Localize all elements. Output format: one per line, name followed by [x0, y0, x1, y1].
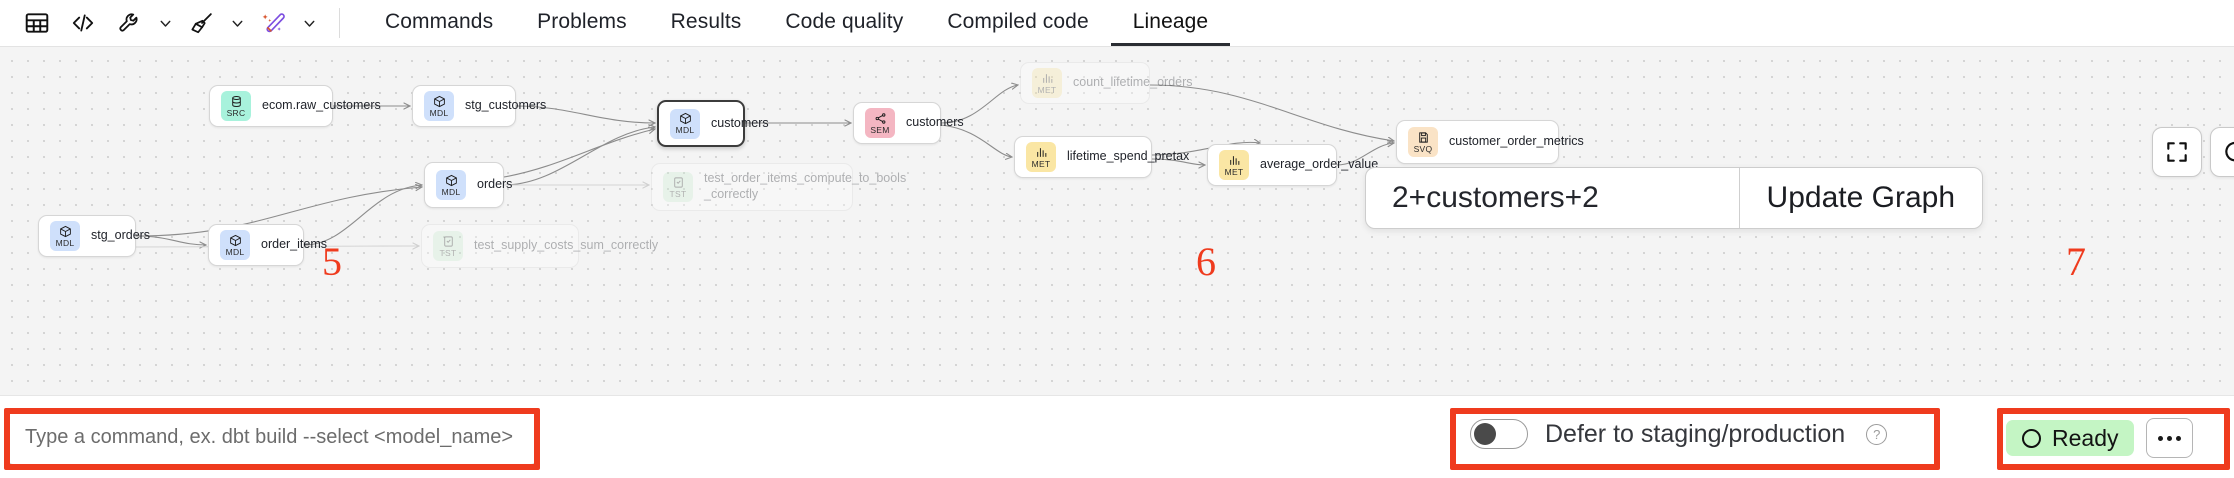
lineage-node-label: count_lifetime_orders — [1073, 75, 1193, 90]
lineage-node-label: ecom.raw_customers — [262, 98, 381, 113]
chevron-down-icon-broom[interactable] — [224, 3, 250, 43]
defer-toggle-knob — [1474, 423, 1496, 445]
command-input-wrap — [8, 410, 536, 465]
annotation-number-5: 5 — [322, 239, 342, 284]
tab-code-quality[interactable]: Code quality — [785, 9, 904, 33]
mdl-badge-icon: MDL — [436, 170, 466, 200]
mdl-badge-icon: MDL — [424, 91, 454, 121]
annotation-number-7: 7 — [2066, 239, 2086, 284]
defer-label: Defer to staging/production — [1545, 419, 1846, 448]
mdl-badge-icon: MDL — [220, 230, 250, 260]
editor-toolbar: Commands Problems Results Code quality C… — [0, 0, 2234, 47]
lineage-node-label: average_order_value — [1260, 157, 1379, 172]
magic-wand-icon[interactable] — [250, 3, 296, 43]
status-badge[interactable]: Ready — [2006, 420, 2135, 456]
lineage-node-label: customer_order_metrics — [1449, 134, 1584, 149]
status-group: Ready — [2006, 418, 2194, 458]
lineage-node-label: customers — [906, 115, 964, 130]
fit-view-button[interactable] — [2152, 127, 2202, 177]
broom-icon[interactable] — [178, 3, 224, 43]
chevron-down-icon-magic[interactable] — [296, 3, 322, 43]
tst-badge-icon: TST — [663, 172, 693, 202]
lineage-node-label: order_items — [261, 237, 327, 252]
met-badge-icon: MET — [1026, 142, 1056, 172]
svq-badge-icon: SVQ — [1408, 127, 1438, 157]
met-badge-icon: MET — [1219, 150, 1249, 180]
lineage-node-label: lifetime_spend_pretax — [1067, 149, 1190, 164]
lineage-node-average-order-value[interactable]: MET average_order_value — [1207, 144, 1378, 186]
dot-icon-1 — [2158, 435, 2164, 441]
command-input[interactable] — [8, 410, 536, 465]
lineage-node-customer-order-metrics[interactable]: SVQ customer_order_metrics — [1396, 120, 1584, 164]
lineage-node-lifetime-spend-pretax[interactable]: MET lifetime_spend_pretax — [1014, 136, 1189, 178]
lineage-node-customers-sem[interactable]: SEM customers — [853, 102, 964, 144]
mdl-badge-icon: MDL — [670, 108, 700, 139]
dot-icon-2 — [2167, 435, 2173, 441]
mdl-badge-icon: MDL — [50, 221, 80, 251]
lineage-node-label: test_supply_costs_sum_correctly — [474, 238, 659, 253]
lineage-node-ecom-raw-customers[interactable]: SRC ecom.raw_customers — [209, 85, 381, 127]
more-options-button[interactable] — [2146, 418, 2194, 458]
lineage-node-label: orders — [477, 177, 513, 192]
sem-badge-icon: SEM — [865, 108, 895, 138]
panel-tabs: Commands Problems Results Code quality C… — [363, 0, 1231, 46]
lineage-node-label: test_order_items_compute_to_bools _corre… — [704, 171, 907, 201]
toolbar-divider — [339, 8, 340, 38]
code-view-icon[interactable] — [60, 3, 106, 43]
lineage-node-customers-mdl[interactable]: MDL customers — [657, 100, 769, 147]
lineage-node-label: stg_customers — [465, 98, 547, 113]
lineage-node-test-supply-costs-sum[interactable]: TST test_supply_costs_sum_correctly — [421, 224, 658, 268]
toolbar-icon-group — [0, 0, 353, 46]
tab-compiled-code[interactable]: Compiled code — [947, 9, 1089, 33]
chevron-down-icon-wrench[interactable] — [152, 3, 178, 43]
tab-commands[interactable]: Commands — [385, 9, 494, 33]
update-graph-button[interactable]: Update Graph — [1738, 168, 1982, 228]
annotation-number-6: 6 — [1196, 239, 1216, 284]
help-icon[interactable]: ? — [1866, 423, 1888, 445]
dot-icon-3 — [2176, 435, 2182, 441]
lineage-node-test-order-items-compute[interactable]: TST test_order_items_compute_to_bools _co… — [651, 163, 906, 211]
lineage-node-orders-mdl[interactable]: MDL orders — [424, 162, 512, 208]
command-bar: Defer to staging/production ? Ready — [0, 395, 2234, 478]
graph-query-text[interactable]: 2+customers+2 — [1392, 181, 1599, 214]
defer-control-group: Defer to staging/production ? — [1470, 419, 1888, 449]
met-badge-icon: MET — [1032, 68, 1062, 98]
graph-query-overlay: 2+customers+2 Update Graph — [1365, 167, 1983, 229]
lineage-node-count-lifetime-orders[interactable]: MET count_lifetime_orders — [1020, 62, 1193, 104]
lineage-node-label: stg_orders — [91, 228, 151, 243]
tst-badge-icon: TST — [433, 231, 463, 261]
lineage-node-stg-customers[interactable]: MDL stg_customers — [412, 85, 546, 127]
status-dot-icon — [2022, 428, 2041, 448]
lineage-node-order-items[interactable]: MDL order_items — [208, 224, 327, 266]
lineage-node-stg-orders[interactable]: MDL stg_orders — [38, 215, 150, 257]
status-label: Ready — [2052, 424, 2119, 451]
tab-problems[interactable]: Problems — [537, 9, 627, 33]
tab-lineage[interactable]: Lineage — [1110, 0, 1231, 46]
lineage-node-label: customers — [711, 115, 769, 130]
defer-toggle[interactable] — [1470, 419, 1528, 449]
wrench-icon[interactable] — [106, 3, 152, 43]
src-badge-icon: SRC — [221, 91, 251, 121]
refresh-graph-button[interactable] — [2210, 127, 2234, 177]
tab-results[interactable]: Results — [670, 9, 742, 33]
table-view-icon[interactable] — [14, 3, 60, 43]
